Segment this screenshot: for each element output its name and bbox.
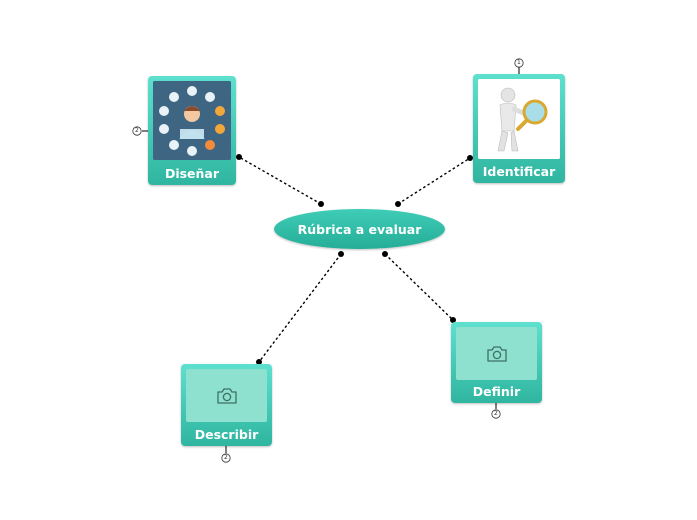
node-describir-label: Describir [194, 427, 259, 442]
node-identificar-label: Identificar [482, 164, 556, 179]
central-topic[interactable]: Rúbrica a evaluar [274, 209, 445, 249]
camera-icon [486, 345, 507, 362]
node-disenar[interactable]: Diseñar [148, 76, 236, 185]
badge-identificar[interactable]: 1 [517, 59, 521, 66]
magnifier-figure-image [478, 79, 560, 159]
node-disenar-label: Diseñar [164, 166, 220, 181]
connector-disenar [236, 154, 324, 207]
node-definir-label: Definir [472, 384, 521, 399]
node-identificar[interactable]: Identificar [473, 74, 565, 183]
node-definir[interactable]: Definir [451, 322, 542, 403]
badge-disenar[interactable]: 2 [135, 127, 139, 134]
central-topic-label: Rúbrica a evaluar [297, 221, 422, 237]
camera-icon [216, 387, 237, 404]
designer-illustration-image [153, 81, 231, 160]
badge-describir[interactable]: 2 [224, 454, 228, 461]
node-describir[interactable]: Describir [181, 364, 272, 446]
connector-definir [382, 251, 456, 323]
image-placeholder[interactable] [186, 369, 267, 422]
connector-identificar [395, 155, 473, 207]
image-placeholder[interactable] [456, 327, 537, 380]
connector-describir [256, 251, 344, 365]
badge-definir[interactable]: 2 [494, 410, 498, 417]
